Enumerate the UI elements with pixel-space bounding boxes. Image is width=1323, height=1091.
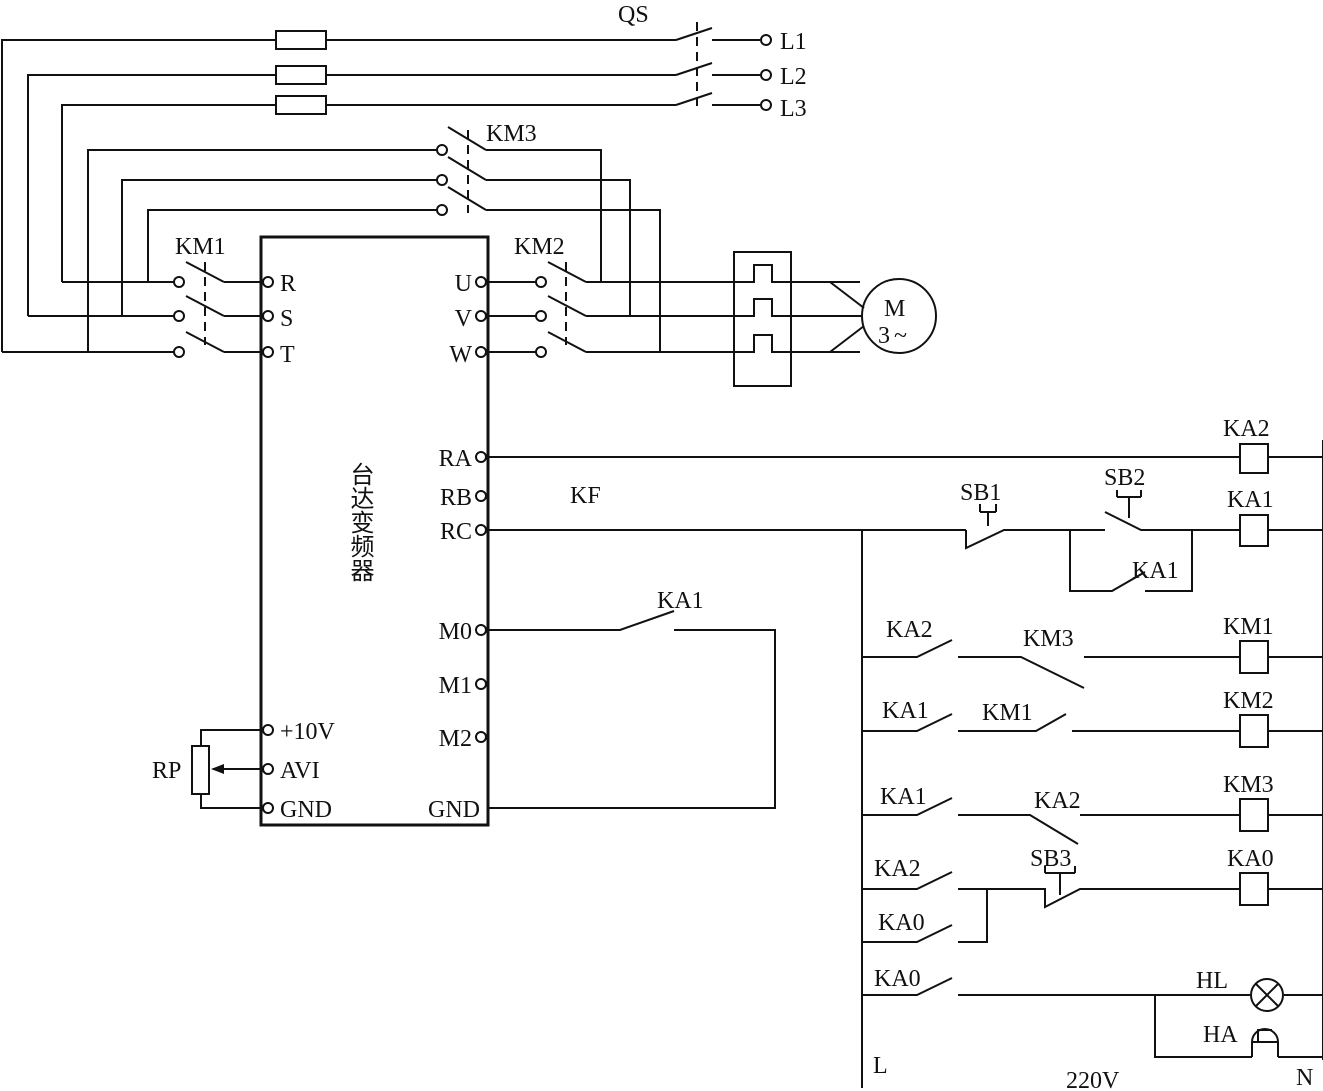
terminal-r: R bbox=[280, 271, 296, 297]
buzzer-icon bbox=[1251, 1028, 1279, 1057]
ka2-coil bbox=[1239, 443, 1269, 474]
ka1-coil-label: KA1 bbox=[1227, 487, 1274, 513]
km1-coil bbox=[1239, 640, 1269, 674]
motor bbox=[829, 278, 937, 354]
ka0-coil bbox=[1239, 872, 1269, 906]
terminal-gnd-right: GND bbox=[428, 797, 480, 823]
hl-label: HL bbox=[1196, 968, 1228, 994]
voltage-label: 220V bbox=[1066, 1068, 1120, 1091]
km3-coil bbox=[1239, 798, 1269, 832]
fuse-l2 bbox=[275, 65, 327, 85]
terminal-w: W bbox=[449, 342, 472, 368]
inverter-control-wiring bbox=[487, 456, 1323, 809]
sb3-label: SB3 bbox=[1030, 846, 1071, 872]
thermal-overload-relay bbox=[732, 251, 860, 387]
ka1-coil bbox=[1239, 514, 1269, 547]
terminal-avi: AVI bbox=[280, 758, 320, 784]
km3-interlock-label: KM3 bbox=[1023, 626, 1074, 652]
ha-label: HA bbox=[1203, 1022, 1238, 1048]
n-rail-label: N bbox=[1296, 1065, 1313, 1091]
terminal-u: U bbox=[455, 271, 472, 297]
ka1-hold-label: KA1 bbox=[1132, 558, 1179, 584]
terminal-t: T bbox=[280, 342, 295, 368]
km3-bypass-contactor bbox=[87, 126, 661, 352]
rp-label: RP bbox=[152, 758, 181, 784]
qs-label: QS bbox=[618, 2, 649, 28]
km2-power-label: KM2 bbox=[514, 234, 565, 260]
km3-coil-label: KM3 bbox=[1223, 772, 1274, 798]
terminal-ra: RA bbox=[439, 446, 473, 472]
terminal-m2: M2 bbox=[439, 726, 472, 752]
km1-coil-label: KM1 bbox=[1223, 614, 1274, 640]
potentiometer bbox=[191, 729, 263, 809]
km3-power-label: KM3 bbox=[486, 121, 537, 147]
ka1-contact-km2-rung-label: KA1 bbox=[882, 698, 929, 724]
km1-contact-label: KM1 bbox=[982, 700, 1033, 726]
ka2-contact-km1-rung-label: KA2 bbox=[886, 617, 933, 643]
terminal-gnd-left: GND bbox=[280, 797, 332, 823]
l2-label: L2 bbox=[780, 64, 807, 90]
ka2-contact-ka0-rung-label: KA2 bbox=[874, 856, 921, 882]
km2-output-contactor bbox=[487, 261, 754, 358]
sb2-label: SB2 bbox=[1104, 465, 1145, 491]
km1-power-label: KM1 bbox=[175, 234, 226, 260]
km2-coil bbox=[1239, 714, 1269, 748]
inverter-name: 台达变频器 bbox=[346, 462, 374, 582]
terminal-10v: +10V bbox=[280, 719, 336, 745]
fuse-l3 bbox=[275, 95, 327, 115]
motor-phase-label: 3 bbox=[878, 323, 890, 349]
terminal-m1: M1 bbox=[439, 673, 472, 699]
ka1-contact-km3-rung-label: KA1 bbox=[880, 784, 927, 810]
motor-ac-label: ~ bbox=[894, 323, 907, 349]
terminal-v: V bbox=[455, 306, 473, 332]
ka0-hold-label: KA0 bbox=[878, 910, 925, 936]
ka2-coil-label: KA2 bbox=[1223, 416, 1270, 442]
fuse-l1 bbox=[275, 30, 327, 50]
ka0-contact-alarm-label: KA0 bbox=[874, 966, 921, 992]
ladder-circuit bbox=[861, 440, 1323, 1088]
l-rail-label: L bbox=[873, 1053, 888, 1079]
ka1-m0-contact-label: KA1 bbox=[657, 588, 704, 614]
l3-label: L3 bbox=[780, 96, 807, 122]
terminal-m0: M0 bbox=[439, 619, 472, 645]
lamp-icon bbox=[1250, 978, 1284, 1012]
sb1-label: SB1 bbox=[960, 480, 1001, 506]
km1-input-contactor bbox=[2, 261, 262, 358]
motor-m-label: M bbox=[884, 296, 905, 322]
ka0-coil-label: KA0 bbox=[1227, 846, 1274, 872]
kf-label: KF bbox=[570, 483, 601, 509]
power-supply bbox=[1, 22, 772, 352]
terminal-rc: RC bbox=[440, 519, 472, 545]
ka2-interlock-label: KA2 bbox=[1034, 788, 1081, 814]
km2-coil-label: KM2 bbox=[1223, 688, 1274, 714]
l1-label: L1 bbox=[780, 29, 807, 55]
terminal-rb: RB bbox=[440, 485, 472, 511]
terminal-s: S bbox=[280, 306, 293, 332]
